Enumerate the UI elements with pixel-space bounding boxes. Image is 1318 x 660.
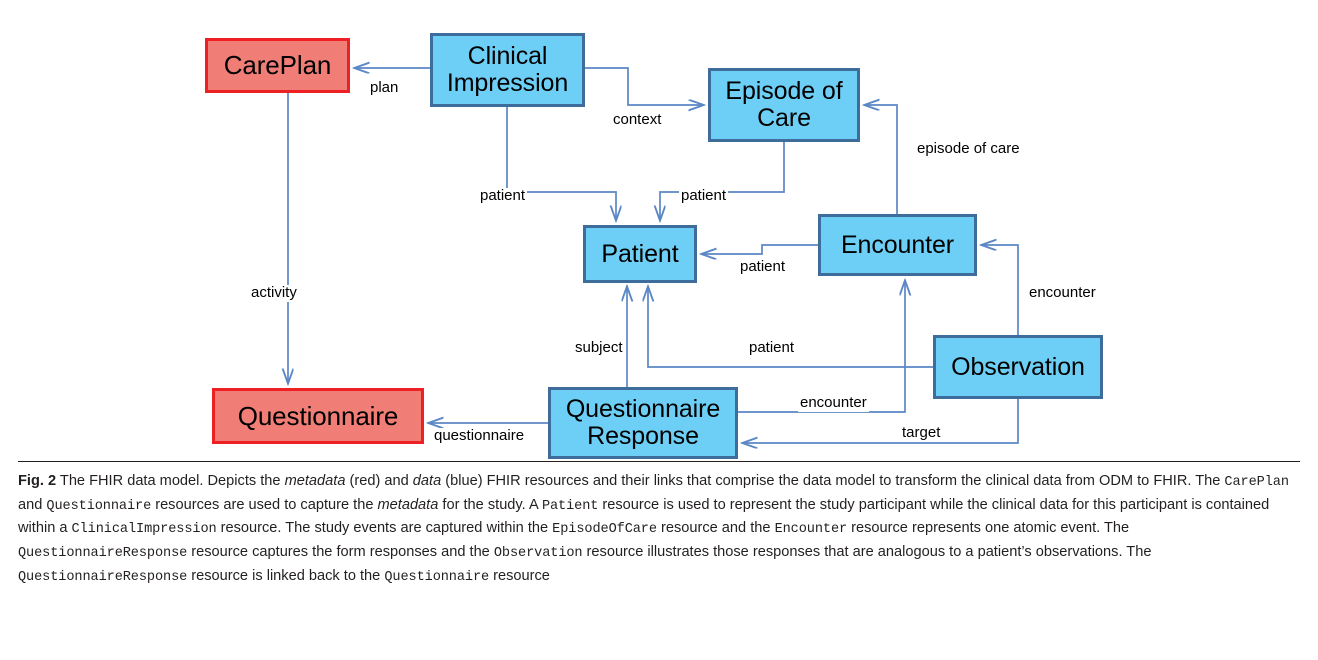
edge-label-context: context bbox=[611, 111, 664, 129]
edge-context bbox=[585, 67, 703, 105]
edge-label-patient-encounter: patient bbox=[738, 258, 788, 276]
caption-resource-name: ClinicalImpression bbox=[71, 522, 217, 538]
edge-label-target: target bbox=[900, 424, 943, 442]
caption-text: resource illustrates those responses tha… bbox=[582, 543, 1152, 560]
edge-label-patient-episodeofcare: patient bbox=[679, 187, 729, 205]
fhir-data-model-diagram: CarePlan Clinical Impression Episode of … bbox=[0, 0, 1103, 462]
caption-resource-name: EpisodeOfCare bbox=[552, 522, 657, 538]
edge-target bbox=[743, 399, 1019, 443]
caption-text: resource is used to represent the study … bbox=[18, 496, 1270, 537]
edge-label-encounter-observation: encounter bbox=[1027, 284, 1098, 302]
caption-text: resource. The study events are captured … bbox=[216, 520, 553, 537]
caption-resource-name: CarePlan bbox=[1224, 475, 1289, 490]
node-episode-of-care-label: Episode of Care bbox=[725, 77, 843, 132]
node-patient-label: Patient bbox=[601, 239, 679, 268]
caption-resource-name: Questionnaire bbox=[384, 569, 490, 585]
edge-episode-of-care bbox=[865, 105, 898, 214]
caption-text: The FHIR data model. Depicts the bbox=[56, 473, 285, 489]
caption-text: resource captures the form responses and… bbox=[187, 543, 494, 560]
node-encounter[interactable]: Encounter bbox=[818, 214, 977, 276]
caption-text: and bbox=[18, 496, 47, 513]
diagram-edges bbox=[0, 0, 1019, 462]
caption-resource-name: QuestionnaireResponse bbox=[18, 569, 188, 585]
caption-text: for the study. A bbox=[438, 496, 542, 513]
figure-caption: Fig. 2 The FHIR data model. Depicts the … bbox=[18, 470, 1301, 588]
caption-resource-name: Encounter bbox=[774, 522, 848, 538]
node-questionnaire-response-label: Questionnaire Response bbox=[565, 395, 721, 450]
node-questionnaire[interactable]: Questionnaire bbox=[212, 388, 424, 444]
node-encounter-label: Encounter bbox=[840, 230, 955, 259]
edge-encounter-questionnaireresponse bbox=[738, 281, 905, 413]
node-observation[interactable]: Observation bbox=[933, 335, 1103, 399]
caption-emphasis: data bbox=[412, 473, 442, 489]
edge-patient-episodeofcare bbox=[660, 142, 785, 220]
node-questionnaire-label: Questionnaire bbox=[237, 400, 399, 431]
edge-label-patient-clinicalimpression: patient bbox=[478, 187, 528, 205]
edge-label-subject: subject bbox=[573, 339, 625, 357]
node-careplan[interactable]: CarePlan bbox=[205, 38, 350, 93]
caption-divider bbox=[18, 461, 1300, 462]
caption-text: resource and the bbox=[656, 520, 775, 537]
node-questionnaire-response[interactable]: Questionnaire Response bbox=[548, 387, 738, 459]
caption-text: resource bbox=[489, 567, 550, 584]
edge-label-episode-of-care: episode of care bbox=[915, 140, 1022, 158]
caption-figure-label: Fig. 2 bbox=[18, 473, 57, 489]
node-careplan-label: CarePlan bbox=[223, 50, 332, 81]
edge-patient-observation bbox=[648, 287, 933, 368]
edge-label-questionnaire: questionnaire bbox=[432, 427, 527, 445]
caption-text: (red) and bbox=[345, 473, 413, 489]
caption-text: (blue) FHIR resources and their links th… bbox=[441, 473, 1225, 489]
caption-text: resource represents one atomic event. Th… bbox=[847, 520, 1130, 537]
caption-text: resource is linked back to the bbox=[187, 567, 385, 584]
caption-resource-name: Questionnaire bbox=[46, 498, 152, 514]
caption-resource-name: QuestionnaireResponse bbox=[18, 545, 188, 561]
caption-emphasis: metadata bbox=[377, 496, 439, 513]
node-clinical-impression[interactable]: Clinical Impression bbox=[430, 33, 585, 107]
node-observation-label: Observation bbox=[951, 352, 1085, 381]
edge-label-encounter-questionnaireresponse: encounter bbox=[798, 394, 869, 412]
caption-text: resources are used to capture the bbox=[151, 496, 378, 513]
caption-resource-name: Patient bbox=[541, 498, 599, 514]
edge-label-activity: activity bbox=[249, 284, 299, 302]
edge-label-plan: plan bbox=[368, 79, 401, 97]
caption-resource-name: Observation bbox=[493, 545, 583, 561]
node-patient[interactable]: Patient bbox=[583, 225, 697, 283]
edge-patient-clinicalimpression bbox=[506, 107, 616, 220]
edge-patient-encounter bbox=[702, 244, 818, 254]
node-episode-of-care[interactable]: Episode of Care bbox=[708, 68, 860, 142]
node-clinical-impression-label: Clinical Impression bbox=[446, 42, 569, 97]
edge-encounter-observation bbox=[982, 245, 1019, 335]
edge-label-patient-observation: patient bbox=[747, 339, 797, 357]
caption-emphasis: metadata bbox=[284, 473, 346, 489]
